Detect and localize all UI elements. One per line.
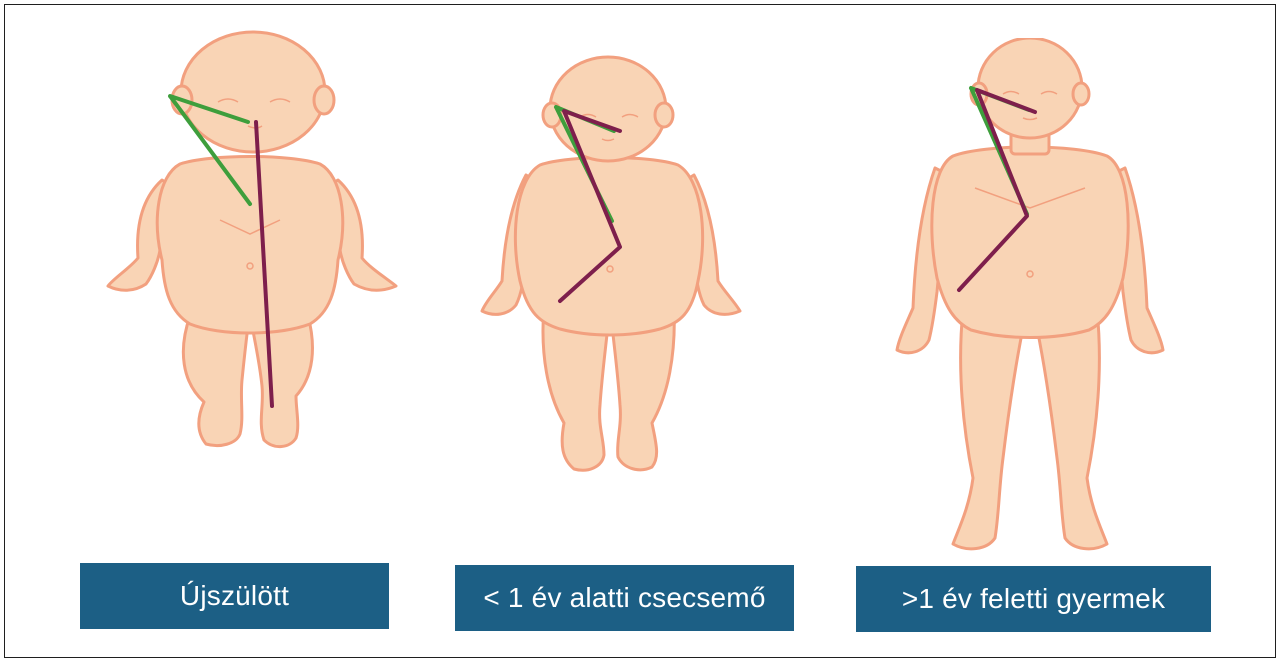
infant-figure: [480, 55, 750, 475]
infant-torso: [515, 158, 702, 336]
newborn-right-ear: [314, 86, 334, 114]
label-newborn: Újszülött: [80, 563, 389, 629]
newborn-head: [181, 32, 325, 152]
newborn-left-leg: [183, 316, 248, 446]
label-infant-text: < 1 év alatti csecsemő: [483, 582, 765, 614]
label-newborn-text: Újszülött: [180, 580, 289, 612]
child-figure: [895, 38, 1165, 558]
label-child-text: >1 év feletti gyermek: [902, 583, 1165, 615]
child-left-leg: [953, 310, 1023, 549]
infant-right-ear: [655, 103, 673, 127]
newborn-figure: [100, 30, 410, 460]
child-right-leg: [1037, 310, 1107, 549]
newborn-right-leg: [252, 316, 312, 447]
label-infant: < 1 év alatti csecsemő: [455, 565, 794, 631]
infant-head: [550, 57, 666, 161]
newborn-torso: [157, 157, 342, 334]
label-child: >1 év feletti gyermek: [856, 566, 1211, 632]
child-right-ear: [1073, 83, 1089, 105]
child-head: [978, 38, 1082, 138]
child-torso: [932, 147, 1128, 338]
